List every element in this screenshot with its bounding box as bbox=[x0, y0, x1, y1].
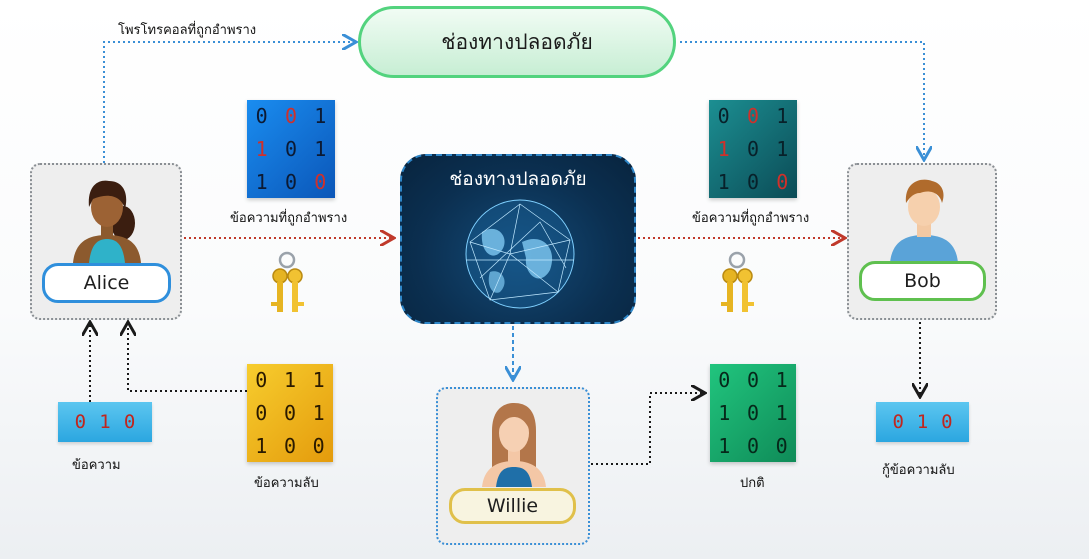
avatar-icon bbox=[890, 179, 958, 263]
matrix-cell: 1 bbox=[775, 400, 788, 425]
willie-card: Willie bbox=[436, 387, 590, 545]
matrix-cell: 0 bbox=[283, 433, 297, 458]
matrix-cell: 0 bbox=[775, 433, 788, 458]
bob-name-pill: Bob bbox=[859, 261, 986, 301]
normal-label: ปกติ bbox=[740, 476, 765, 491]
recovered-secret-label: กู้ข้อความลับ bbox=[882, 463, 955, 478]
forged-matrix-left: 0 0 1 1 0 1 1 0 0 bbox=[247, 100, 335, 198]
globe-icon bbox=[465, 199, 575, 309]
arrow-alice-to-top-channel bbox=[103, 42, 354, 163]
arrow-secret-to-alice bbox=[128, 324, 247, 392]
secure-channel-box: ช่องทางปลอดภัย bbox=[400, 154, 636, 324]
forged-protocol-label: โพรโทรคอลที่ถูกอำพราง bbox=[118, 23, 257, 38]
matrix-cell: 1 bbox=[312, 400, 325, 425]
willie-name-pill: Willie bbox=[449, 488, 576, 524]
matrix-cell: 0 bbox=[284, 136, 298, 161]
matrix-cell: 0 bbox=[746, 169, 760, 194]
alice-name-pill: Alice bbox=[42, 263, 171, 303]
strip-digit: 0 bbox=[74, 411, 87, 433]
secure-channel-pill: ช่องทางปลอดภัย bbox=[358, 6, 676, 78]
matrix-cell: 0 bbox=[746, 433, 760, 458]
recovered-strip: 0 1 0 bbox=[876, 402, 969, 442]
message-strip: 0 1 0 bbox=[58, 402, 152, 442]
bob-name: Bob bbox=[904, 270, 941, 292]
matrix-cell: 0 bbox=[284, 169, 298, 194]
matrix-cell: 0 bbox=[255, 400, 268, 425]
forged-message-label-right: ข้อความที่ถูกอำพราง bbox=[692, 211, 810, 226]
strip-digit: 0 bbox=[941, 411, 953, 433]
matrix-cell: 1 bbox=[776, 104, 789, 129]
matrix-cell: 1 bbox=[314, 136, 327, 161]
normal-matrix: 0 0 1 1 0 1 1 0 0 bbox=[710, 364, 796, 462]
secure-channel-pill-label: ช่องทางปลอดภัย bbox=[441, 29, 593, 54]
matrix-cell: 0 bbox=[718, 368, 731, 393]
matrix-cell: 0 bbox=[776, 169, 789, 194]
strip-digit: 1 bbox=[99, 411, 111, 433]
forged-message-label-left: ข้อความที่ถูกอำพราง bbox=[230, 211, 348, 226]
secure-channel-title: ช่องทางปลอดภัย bbox=[449, 168, 587, 190]
matrix-cell: 0 bbox=[746, 104, 760, 129]
matrix-cell: 0 bbox=[746, 400, 760, 425]
matrix-cell: 0 bbox=[255, 368, 268, 393]
matrix-cell: 1 bbox=[255, 169, 268, 194]
avatar-icon bbox=[482, 403, 546, 487]
arrow-willie-to-normal bbox=[591, 393, 703, 465]
matrix-cell: 0 bbox=[746, 368, 760, 393]
secret-message-label: ข้อความลับ bbox=[254, 476, 319, 491]
matrix-cell: 0 bbox=[312, 433, 325, 458]
bob-card: Bob bbox=[847, 163, 997, 320]
matrix-cell: 1 bbox=[718, 433, 731, 458]
matrix-cell: 1 bbox=[312, 368, 325, 393]
matrix-cell: 1 bbox=[776, 136, 789, 161]
secret-matrix: 0 1 1 0 0 1 1 0 0 bbox=[247, 364, 333, 462]
matrix-cell: 0 bbox=[283, 400, 297, 425]
alice-card: Alice bbox=[30, 163, 182, 320]
matrix-cell: 1 bbox=[314, 104, 327, 129]
arrow-top-channel-to-bob bbox=[680, 41, 924, 158]
matrix-cell: 0 bbox=[314, 169, 327, 194]
strip-digit: 0 bbox=[123, 411, 136, 433]
matrix-cell: 0 bbox=[284, 104, 298, 129]
strip-digit: 0 bbox=[892, 411, 904, 433]
forged-matrix-right: 0 0 1 1 0 1 1 0 0 bbox=[709, 100, 797, 198]
matrix-cell: 1 bbox=[283, 368, 297, 393]
matrix-cell: 0 bbox=[746, 136, 760, 161]
strip-digit: 1 bbox=[916, 411, 929, 433]
matrix-cell: 1 bbox=[775, 368, 788, 393]
matrix-cell: 0 bbox=[255, 104, 268, 129]
matrix-cell: 1 bbox=[255, 433, 268, 458]
matrix-cell: 1 bbox=[717, 136, 730, 161]
matrix-cell: 0 bbox=[717, 104, 730, 129]
willie-name: Willie bbox=[486, 495, 539, 517]
matrix-cell: 1 bbox=[255, 136, 268, 161]
matrix-cell: 1 bbox=[717, 169, 730, 194]
matrix-cell: 1 bbox=[718, 400, 731, 425]
avatar-icon bbox=[73, 180, 141, 263]
alice-name: Alice bbox=[83, 272, 130, 294]
message-label: ข้อความ bbox=[72, 458, 121, 473]
key-icon bbox=[271, 251, 304, 312]
key-icon bbox=[721, 251, 754, 312]
